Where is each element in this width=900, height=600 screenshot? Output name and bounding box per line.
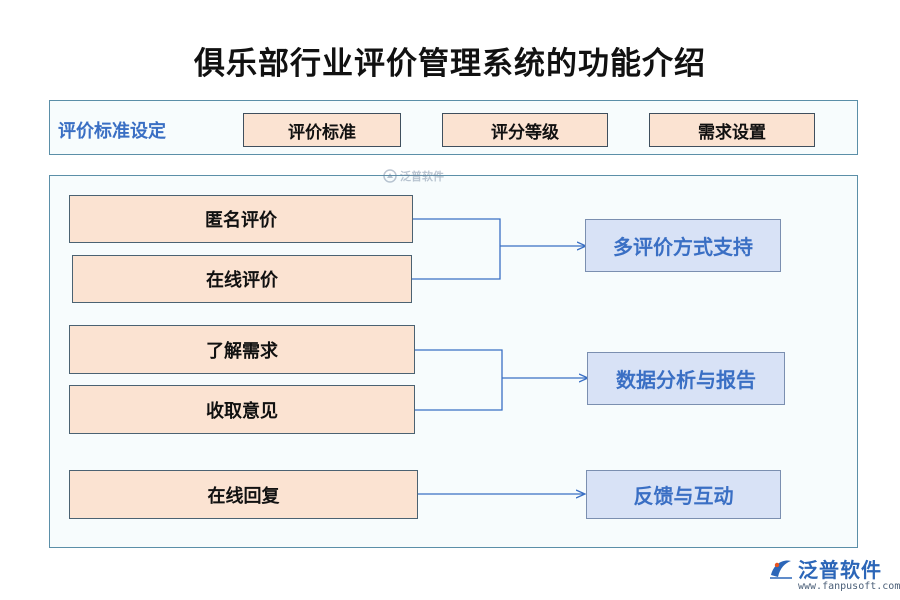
- target-box-data-analysis: 数据分析与报告: [587, 352, 785, 405]
- brand-url: www.fanpusoft.com: [798, 581, 900, 592]
- brand-logo: 泛普软件 www.fanpusoft.com: [768, 554, 900, 592]
- target-box-multi-review: 多评价方式支持: [585, 219, 781, 272]
- brand-logo-icon: [770, 560, 792, 579]
- source-box-online-review: 在线评价: [72, 255, 412, 303]
- standards-label: 评价标准设定: [58, 121, 166, 142]
- page-title: 俱乐部行业评价管理系统的功能介绍: [194, 46, 706, 82]
- standard-tag-requirement: 需求设置: [649, 113, 815, 147]
- source-box-collect-opinions: 收取意见: [69, 385, 415, 434]
- source-box-anonymous-review: 匿名评价: [69, 195, 413, 243]
- watermark: 泛普软件: [383, 168, 444, 184]
- source-box-online-reply: 在线回复: [69, 470, 418, 519]
- standard-tag-criteria: 评价标准: [243, 113, 401, 147]
- standard-tag-grade: 评分等级: [442, 113, 608, 147]
- watermark-text: 泛普软件: [400, 170, 444, 183]
- target-box-feedback: 反馈与互动: [586, 470, 781, 519]
- brand-name: 泛普软件: [798, 558, 882, 582]
- watermark-logo-icon: [383, 169, 397, 183]
- source-box-understand-needs: 了解需求: [69, 325, 415, 374]
